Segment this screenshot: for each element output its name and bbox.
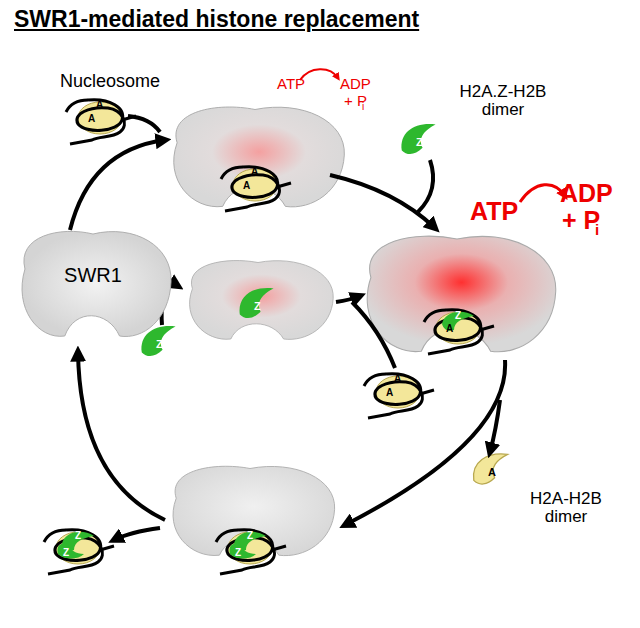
subscript: i (362, 102, 364, 113)
part-name: Nucleosome (60, 72, 160, 91)
histone-letter: Z (455, 311, 461, 322)
complex-blob: SWR1 (10, 224, 176, 344)
histone-letter: Z (63, 548, 69, 559)
diagram-title: SWR1-mediated histone replacement (14, 6, 419, 33)
histone-letter: A (251, 167, 258, 178)
histone-letter: A (386, 388, 393, 399)
histone-letter: Z (235, 548, 241, 559)
histone-letter: Z (156, 339, 163, 351)
histone-letter: A (88, 114, 95, 125)
atp-label: ATP (470, 198, 518, 224)
histone-letter: Z (75, 531, 81, 542)
histone-letter: Z (254, 301, 261, 313)
histone-letter: Z (416, 137, 423, 149)
part-name: H2A-H2B dimer (520, 490, 612, 526)
subscript: i (595, 222, 599, 238)
histone-letter: A (446, 324, 453, 335)
histone-letter: A (243, 181, 250, 192)
adp-label: ADP (340, 76, 371, 92)
adp-label: ADP (560, 180, 613, 206)
node-label: SWR1 (10, 224, 176, 344)
histone-letter: A (394, 374, 401, 385)
histone-letter: Z (247, 531, 253, 542)
histone-letter: A (488, 467, 496, 479)
histone-letter: A (96, 100, 103, 111)
part-name: H2A.Z-H2B dimer (448, 83, 558, 119)
atp-label: ATP (277, 76, 305, 92)
adp-label: + P (562, 207, 600, 233)
